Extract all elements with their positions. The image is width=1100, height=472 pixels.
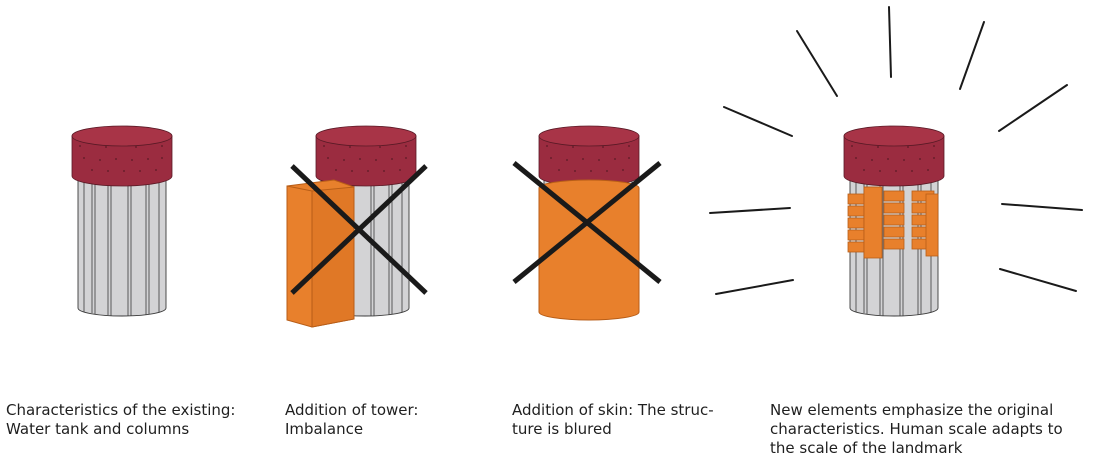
panel-new-elements: [709, 6, 1083, 317]
caption-new-elements: New elements emphasize the original char…: [770, 401, 1063, 457]
radiating-lines: [709, 6, 1083, 295]
cross-mark: [290, 164, 428, 295]
water-tank: [71, 125, 173, 187]
water-tank: [843, 125, 945, 187]
caption-existing: Characteristics of the existing: Water t…: [6, 401, 236, 438]
columns: [77, 175, 167, 317]
cross-mark: [512, 161, 662, 284]
panel-existing: [71, 125, 173, 317]
panel-skin: [512, 125, 662, 321]
tower-box: [286, 179, 355, 328]
caption-tower: Addition of tower: Imbalance: [285, 401, 419, 438]
water-tank: [538, 125, 640, 187]
water-tank: [315, 125, 417, 187]
caption-skin: Addition of skin: The struc- ture is blu…: [512, 401, 714, 438]
panel-tower: [286, 125, 428, 328]
modules: [847, 186, 939, 259]
skin-cylinder: [538, 179, 640, 321]
